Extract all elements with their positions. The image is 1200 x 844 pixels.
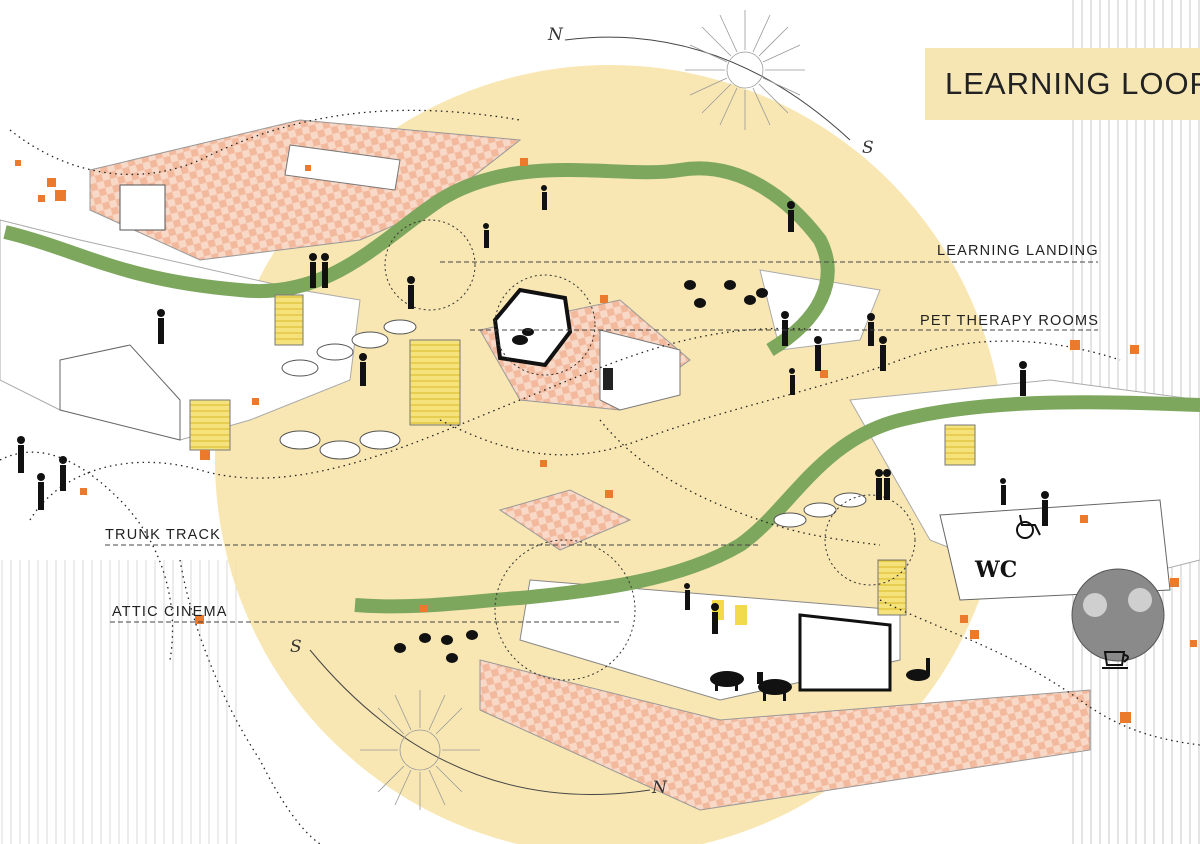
stable-box — [798, 613, 892, 692]
yellow-booth-3 — [274, 294, 304, 346]
orange-markers — [15, 158, 1197, 723]
label-pet-therapy-rooms: PET THERAPY ROOMS — [920, 313, 1100, 329]
compass-n-top: N — [548, 25, 563, 45]
label-trunk-track: TRUNK TRACK — [105, 527, 222, 543]
roof-bottom — [479, 659, 1091, 811]
wheelchair-icon — [1016, 514, 1041, 539]
yellow-booth-4 — [877, 559, 907, 616]
page-title: LEARNING LOOP — [945, 66, 1200, 101]
title-banner: LEARNING LOOP — [925, 48, 1200, 120]
wc-sign: WC — [975, 557, 1018, 583]
compass-n-bottom: N — [652, 778, 667, 798]
stepping-stones — [279, 319, 867, 528]
label-learning-landing: LEARNING LANDING — [937, 243, 1099, 259]
coffee-cup-icon — [1102, 651, 1129, 669]
yellow-booth-2 — [189, 399, 231, 451]
building-center-wall — [599, 329, 681, 411]
yellow-booth-5 — [944, 424, 976, 466]
green-path-lower — [354, 395, 1200, 614]
label-attic-cinema: ATTIC CINEMA — [112, 604, 228, 620]
edge-hatching-left — [0, 560, 240, 844]
farm-animals — [512, 328, 930, 701]
skylights — [284, 144, 401, 191]
dotted-routes — [0, 109, 1200, 844]
portrait-photo — [1071, 568, 1165, 662]
ducks — [394, 280, 768, 663]
building-left-block — [59, 344, 181, 441]
sunburst-top — [685, 10, 805, 130]
easel-2 — [735, 605, 747, 625]
people-silhouettes — [17, 185, 1049, 634]
window-top-left — [119, 184, 166, 231]
focus-circles — [384, 219, 916, 681]
green-path-upper — [3, 161, 835, 357]
compass-arc-top — [564, 36, 851, 141]
sunburst-bottom — [360, 690, 480, 810]
bin — [603, 368, 613, 390]
compass-arc-bottom — [309, 649, 651, 795]
roof-mid — [498, 489, 632, 551]
compass-s-bottom: S — [290, 637, 302, 657]
yellow-booth-1 — [409, 339, 461, 426]
pet-therapy-pod — [492, 287, 573, 368]
label-leaders — [105, 261, 1098, 623]
compass-s-top: S — [862, 138, 874, 158]
